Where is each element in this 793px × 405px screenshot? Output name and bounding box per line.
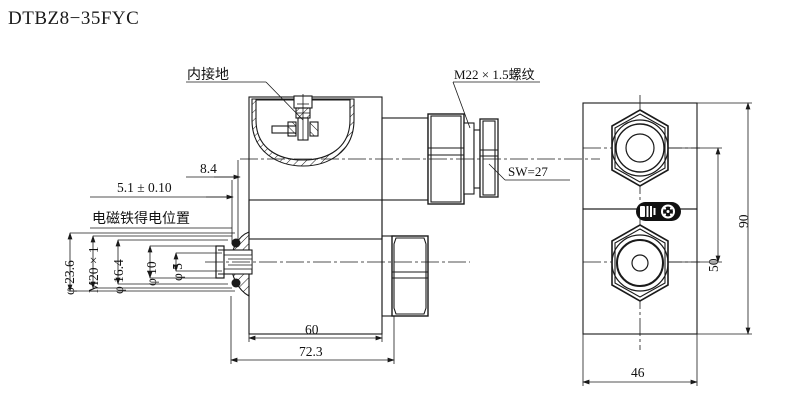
- upper-hex-port: [611, 109, 669, 187]
- dimension-lines: [67, 81, 752, 386]
- logo-badge: [636, 202, 681, 221]
- page-title: DTBZ8−35FYC: [8, 8, 140, 29]
- dim-90: 90: [736, 214, 751, 229]
- dim-dia-16-4: φ 16.4: [111, 259, 126, 294]
- label-solenoid-energized: 电磁铁得电位置: [92, 212, 190, 227]
- dim-m20x1: M20 × 1: [86, 246, 101, 293]
- dim-dia-5: φ 5: [170, 263, 185, 281]
- dim-50: 50: [706, 258, 721, 273]
- label-thread-m22: M22 × 1.5螺纹: [454, 67, 535, 82]
- lower-port-hex-nut: [391, 235, 429, 317]
- dim-72-3: 72.3: [299, 344, 323, 359]
- dim-60: 60: [305, 322, 319, 337]
- end-view: [582, 102, 698, 335]
- dim-dia-23-6: φ 23.6: [62, 260, 77, 295]
- label-spanner-width: SW=27: [508, 164, 548, 179]
- dim-8-4: 8.4: [200, 161, 217, 176]
- lower-hex-port: [611, 224, 669, 302]
- dim-5-1-tolerance: 5.1 ± 0.10: [117, 180, 172, 195]
- dim-46: 46: [631, 365, 645, 380]
- ground-screw-section: [251, 94, 355, 167]
- label-internal-ground: 内接地: [187, 68, 229, 83]
- dim-dia-10: φ 10: [144, 261, 159, 286]
